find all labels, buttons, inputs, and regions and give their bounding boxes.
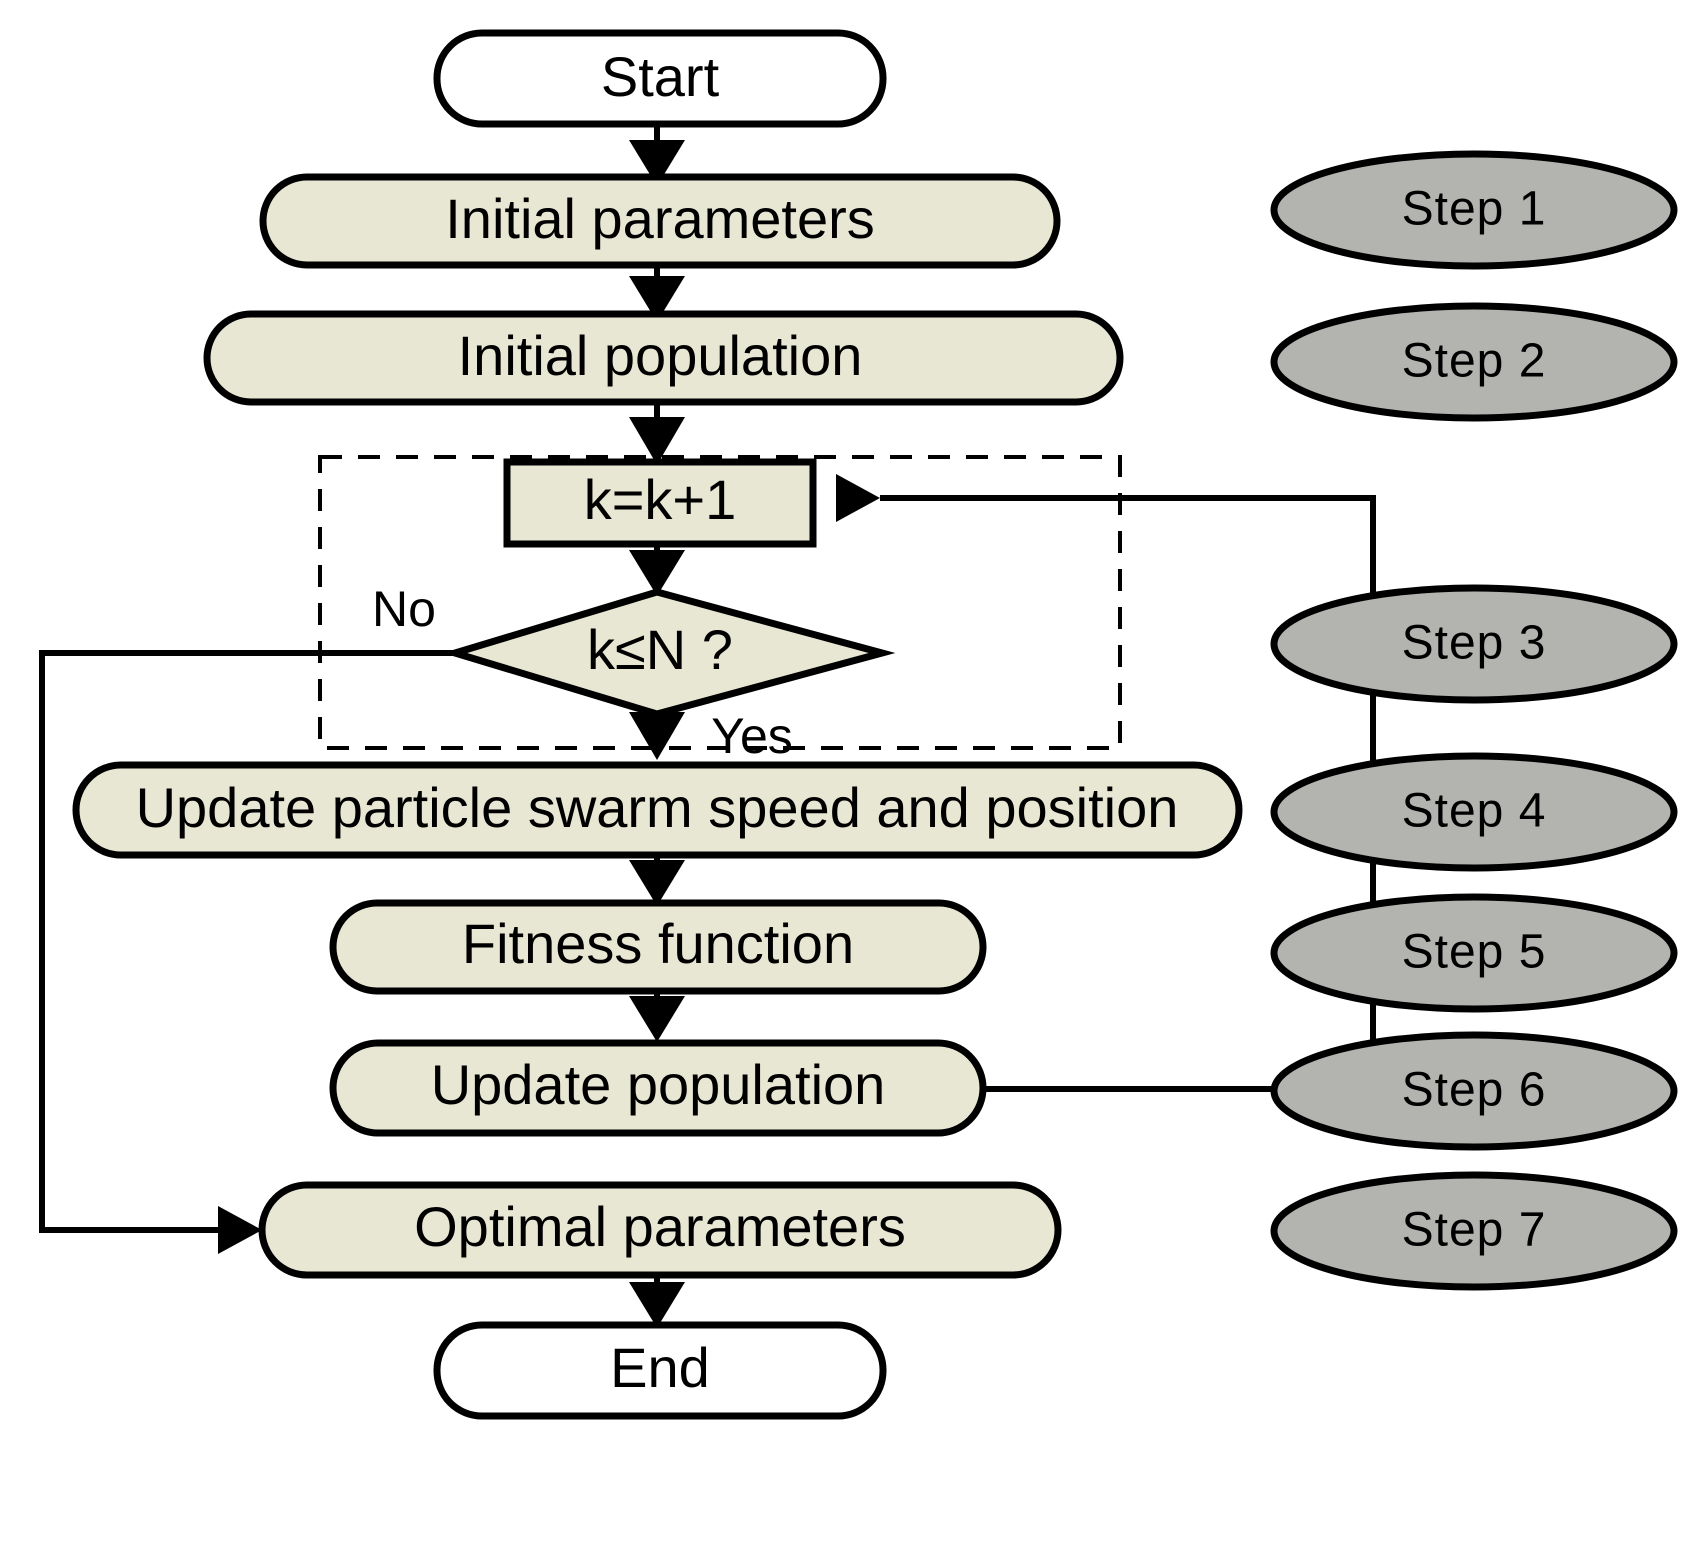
node-fitness-function-shape xyxy=(329,899,987,995)
step-badge-1[interactable]: Step 1 xyxy=(1270,150,1678,270)
step-badge-1-label: Step 1 xyxy=(1402,183,1547,236)
node-counter[interactable]: k=k+1 xyxy=(503,458,817,548)
no-branch-line xyxy=(39,650,455,1233)
arrow-start-to-init-parameters xyxy=(629,140,685,186)
step-badge-7[interactable]: Step 7 xyxy=(1270,1171,1678,1291)
node-update-speed-position[interactable]: Update particle swarm speed and position xyxy=(72,761,1243,859)
step-badge-3-label: Step 3 xyxy=(1402,617,1547,670)
node-decision[interactable]: k≤N ? xyxy=(442,588,896,718)
step-badge-6[interactable]: Step 6 xyxy=(1270,1031,1678,1151)
step-badge-2-label: Step 2 xyxy=(1402,335,1547,388)
feedback-loop-arrowhead xyxy=(836,474,880,522)
node-counter-label: k=k+1 xyxy=(584,468,737,531)
node-update-population[interactable]: Update population xyxy=(329,1039,987,1137)
node-decision-shape xyxy=(442,588,896,718)
node-start-shape xyxy=(433,29,887,128)
step-badge-5-label: Step 5 xyxy=(1402,926,1547,979)
step-badge-6-shape xyxy=(1270,1031,1678,1151)
node-start[interactable]: Start xyxy=(433,29,887,128)
node-end-label: End xyxy=(610,1336,710,1399)
step-badge-4[interactable]: Step 4 xyxy=(1270,752,1678,872)
node-update-population-shape xyxy=(329,1039,987,1137)
step-badge-1-shape xyxy=(1270,150,1678,270)
node-update-speed-position-shape xyxy=(72,761,1243,859)
step-badge-4-shape xyxy=(1270,752,1678,872)
step-badge-3[interactable]: Step 3 xyxy=(1270,584,1678,704)
step-badge-7-shape xyxy=(1270,1171,1678,1291)
node-initial-population-label: Initial population xyxy=(458,324,863,387)
loop-group-dashed-box xyxy=(318,455,1122,750)
node-initial-parameters-shape xyxy=(259,173,1061,269)
no-branch-arrowhead xyxy=(218,1206,262,1254)
node-fitness-function[interactable]: Fitness function xyxy=(329,899,987,995)
node-fitness-function-label: Fitness function xyxy=(462,912,854,975)
arrow-update-speed-to-fitness xyxy=(629,860,685,906)
arrow-optimal-to-end xyxy=(629,1282,685,1328)
node-decision-label: k≤N ? xyxy=(587,618,733,681)
arrow-init-population-to-counter xyxy=(629,417,685,465)
step-badge-4-label: Step 4 xyxy=(1402,785,1547,838)
step-badge-7-label: Step 7 xyxy=(1402,1204,1547,1257)
arrow-decision-to-update-speed xyxy=(629,712,685,760)
edge-label-no: No xyxy=(372,581,436,637)
node-start-label: Start xyxy=(601,45,720,108)
node-update-speed-position-label: Update particle swarm speed and position xyxy=(136,776,1179,839)
step-badge-6-label: Step 6 xyxy=(1402,1064,1547,1117)
edge-label-yes: Yes xyxy=(711,708,793,764)
node-initial-population[interactable]: Initial population xyxy=(203,310,1124,406)
step-badge-2-shape xyxy=(1270,302,1678,422)
step-badge-2[interactable]: Step 2 xyxy=(1270,302,1678,422)
arrow-fitness-to-update-population xyxy=(629,996,685,1042)
step-badge-5[interactable]: Step 5 xyxy=(1270,893,1678,1013)
step-badge-5-shape xyxy=(1270,893,1678,1013)
node-optimal-parameters[interactable]: Optimal parameters xyxy=(258,1181,1062,1279)
node-initial-parameters[interactable]: Initial parameters xyxy=(259,173,1061,269)
node-optimal-parameters-shape xyxy=(258,1181,1062,1279)
node-counter-shape xyxy=(503,458,817,548)
node-end[interactable]: End xyxy=(433,1321,887,1420)
node-initial-parameters-label: Initial parameters xyxy=(445,187,875,250)
node-initial-population-shape xyxy=(203,310,1124,406)
arrow-init-parameters-to-init-population xyxy=(629,276,685,322)
node-update-population-label: Update population xyxy=(431,1053,886,1116)
step-badge-3-shape xyxy=(1270,584,1678,704)
arrow-counter-to-decision xyxy=(629,550,685,596)
node-optimal-parameters-label: Optimal parameters xyxy=(414,1195,906,1258)
node-end-shape xyxy=(433,1321,887,1420)
